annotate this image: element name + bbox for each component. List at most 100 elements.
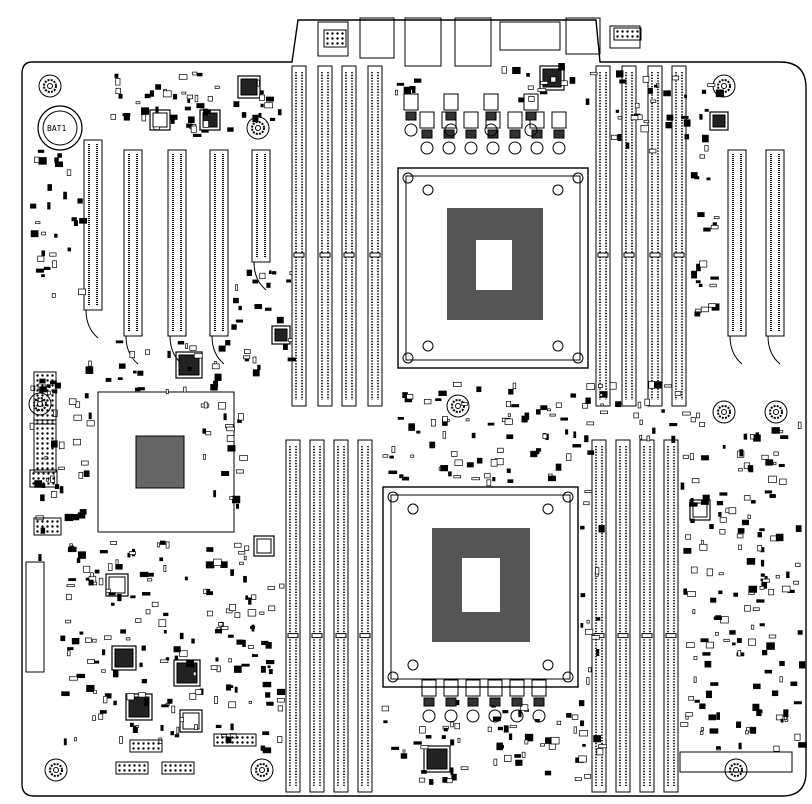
pin-header [323, 29, 347, 48]
passive-component [797, 421, 802, 429]
passive-component [664, 384, 672, 388]
passive-component [101, 669, 106, 673]
passive-component [268, 669, 273, 675]
passive-component [540, 405, 548, 411]
passive-component [582, 743, 586, 747]
passive-component [430, 419, 436, 427]
passive-component [185, 343, 188, 349]
passive-component [214, 696, 218, 704]
passive-component [258, 112, 262, 118]
passive-component [227, 445, 236, 452]
passive-component [125, 637, 131, 641]
passive-component [244, 349, 251, 354]
io-connector [609, 25, 641, 49]
passive-component [66, 593, 72, 601]
passive-component [214, 373, 222, 381]
passive-component [283, 343, 288, 350]
passive-component [234, 686, 238, 693]
passive-component [648, 380, 655, 389]
passive-component [764, 490, 773, 494]
passive-component [68, 578, 76, 582]
passive-component [757, 532, 762, 538]
passive-component [184, 106, 191, 111]
passive-component [704, 144, 709, 152]
passive-component [145, 609, 151, 615]
mounting-hole [38, 74, 62, 98]
passive-component [206, 610, 213, 617]
passive-component [114, 73, 119, 78]
passive-component [617, 133, 622, 142]
passive-component [260, 103, 264, 108]
passive-component [718, 590, 723, 595]
passive-component [118, 93, 123, 99]
passive-component [117, 593, 122, 602]
passive-component [716, 746, 721, 750]
passive-component [736, 638, 742, 643]
passive-component [286, 279, 292, 283]
passive-component [408, 423, 415, 431]
passive-component [158, 619, 167, 627]
passive-component [87, 659, 95, 664]
passive-component [172, 93, 178, 100]
passive-component [743, 433, 748, 440]
passive-component [54, 157, 59, 163]
passive-component [682, 454, 689, 459]
socket-screw [422, 340, 434, 352]
passive-component [507, 479, 514, 483]
io-connector [499, 21, 561, 51]
passive-component [210, 384, 218, 391]
passive-component [579, 730, 588, 737]
passive-component [260, 665, 266, 673]
passive-component [225, 340, 231, 346]
passive-component [221, 470, 230, 476]
passive-component [265, 692, 271, 698]
passive-component [574, 777, 582, 781]
passive-component [654, 84, 658, 88]
bottom-right-connector [679, 751, 793, 773]
vrm-phase [551, 111, 567, 155]
passive-component [132, 725, 138, 733]
passive-component [142, 592, 151, 596]
passive-component [223, 413, 227, 421]
passive-component [795, 525, 802, 532]
passive-component [484, 473, 491, 479]
passive-component [167, 350, 171, 358]
passive-component [67, 650, 71, 657]
vrm-phase [483, 93, 499, 137]
io-connector [317, 21, 349, 57]
passive-component [471, 432, 476, 439]
passive-component [52, 260, 57, 268]
passive-component [51, 440, 58, 448]
passive-component [793, 580, 799, 585]
passive-component [617, 116, 623, 120]
passive-component [289, 271, 293, 276]
passive-component [680, 722, 689, 727]
passive-component [403, 86, 412, 94]
passive-component [194, 94, 199, 103]
passive-component [762, 649, 768, 656]
passive-component [448, 471, 452, 477]
passive-component [702, 134, 709, 143]
passive-component [718, 512, 722, 517]
passive-component [773, 745, 780, 752]
passive-component [693, 676, 697, 683]
passive-component [571, 714, 579, 720]
passive-component [566, 453, 572, 461]
passive-component [699, 731, 704, 735]
passive-component [268, 605, 276, 612]
passive-component [460, 766, 469, 770]
passive-component [691, 270, 698, 279]
passive-component [205, 431, 212, 436]
passive-component [63, 191, 67, 200]
passive-component [71, 217, 77, 222]
socket-screw [562, 671, 574, 683]
passive-component [113, 700, 117, 706]
passive-component [59, 486, 64, 494]
passive-component [775, 574, 780, 579]
passive-component [586, 676, 590, 685]
passive-component [506, 434, 514, 440]
passive-component [234, 542, 242, 548]
passive-component [117, 377, 123, 381]
passive-component [555, 463, 562, 471]
passive-component [279, 583, 285, 589]
